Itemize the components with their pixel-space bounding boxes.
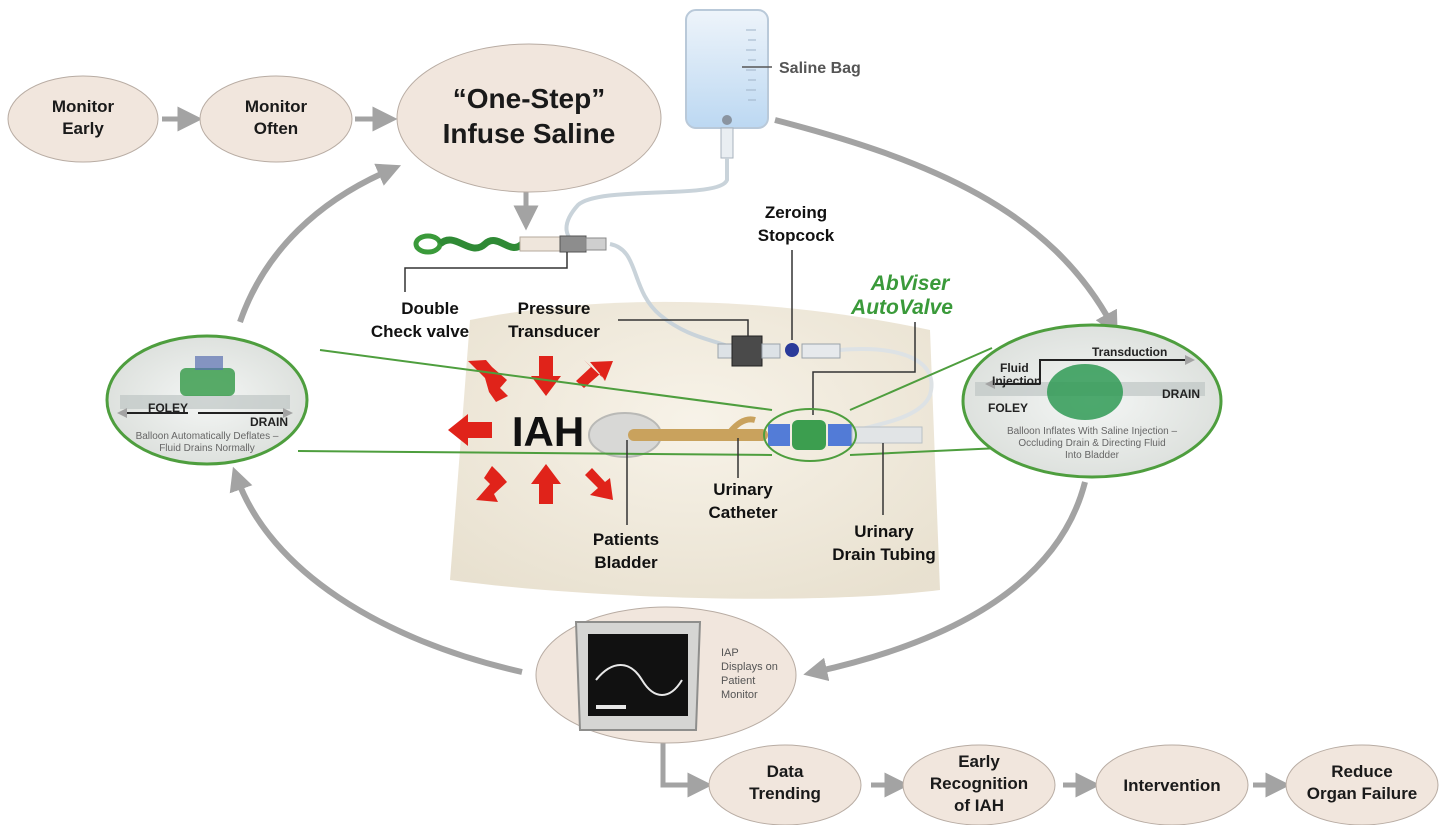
node-intervention-label: Intervention <box>1123 776 1220 795</box>
patient-monitor-node: IAP Displays on Patient Monitor <box>535 606 797 744</box>
node-monitor-often: Monitor Often <box>199 75 353 163</box>
node-monitor-early: Monitor Early <box>7 75 159 163</box>
node-early-recognition-line2: Recognition <box>930 774 1028 793</box>
drain-tubing-shape <box>851 426 923 444</box>
double-check-valve-leader <box>404 252 568 292</box>
cycle-arrow-left-top <box>237 163 402 323</box>
left-inset-caption-line2: Fluid Drains Normally <box>159 443 255 454</box>
node-monitor-early-line1: Monitor <box>52 97 115 116</box>
monitor-caption-line1: IAP <box>721 647 739 659</box>
autovalve-device <box>768 420 852 450</box>
monitor-caption-line3: Patient <box>721 675 755 687</box>
brand-leader <box>812 322 916 415</box>
cycle-arrow-right-bottom <box>803 481 1088 682</box>
right-inset-foley: FOLEY <box>988 401 1028 415</box>
right-inset-drain: DRAIN <box>1162 387 1200 401</box>
right-inset-transduction: Transduction <box>1092 345 1167 359</box>
node-data-trending: Data Trending <box>708 744 862 825</box>
urinary-catheter-branch <box>727 416 756 434</box>
label-drain-line2: Drain Tubing <box>832 545 936 564</box>
node-monitor-early-line2: Early <box>62 119 104 138</box>
label-zeroing-line2: Stopcock <box>758 226 835 245</box>
node-reduce-line1: Reduce <box>1331 762 1392 781</box>
node-early-recognition-line1: Early <box>958 752 1000 771</box>
label-bladder-line2: Bladder <box>594 553 658 572</box>
left-inset-foley: FOLEY <box>148 401 188 415</box>
node-one-step: “One-Step” Infuse Saline <box>396 43 662 193</box>
left-inset-caption-line1: Balloon Automatically Deflates – <box>136 431 279 442</box>
patient-body-shape <box>450 301 940 599</box>
node-one-step-line2: Infuse Saline <box>443 118 616 149</box>
node-data-trending-line2: Trending <box>749 784 821 803</box>
arrow-monitor-to-trending <box>660 740 713 798</box>
left-inset-drain: DRAIN <box>250 415 288 429</box>
transducer-tubing <box>609 242 737 352</box>
saline-bag <box>685 9 769 159</box>
urinary-catheter-shape <box>628 429 768 441</box>
label-zeroing-line1: Zeroing <box>765 203 827 222</box>
node-reduce-organ-failure: Reduce Organ Failure <box>1285 744 1439 825</box>
node-early-recognition: Early Recognition of IAH <box>902 744 1056 825</box>
label-double-line1: Double <box>401 299 459 318</box>
label-catheter-line1: Urinary <box>713 480 773 499</box>
label-iah: IAH <box>512 408 584 455</box>
double-check-valve-device <box>413 233 607 255</box>
label-saline-bag: Saline Bag <box>779 60 861 77</box>
node-intervention: Intervention <box>1095 744 1249 825</box>
cycle-arrow-bottom-left <box>229 466 523 675</box>
valve-highlight-circle <box>763 408 857 462</box>
right-inset-injection: Injection <box>992 374 1041 388</box>
label-drain-line1: Urinary <box>854 522 914 541</box>
node-monitor-often-line1: Monitor <box>245 97 308 116</box>
node-reduce-line2: Organ Failure <box>1307 784 1418 803</box>
brand-line2: AutoValve <box>850 296 953 319</box>
inset-connector-lines <box>297 347 1001 456</box>
node-early-recognition-line3: of IAH <box>954 796 1004 815</box>
monitor-caption-line2: Displays on <box>721 661 778 673</box>
right-inset: Transduction Fluid Injection FOLEY DRAIN… <box>961 323 1223 479</box>
left-inset: FOLEY DRAIN Balloon Automatically Deflat… <box>105 334 309 466</box>
saline-tubing <box>564 158 729 246</box>
label-pressure-line2: Transducer <box>508 322 600 341</box>
right-inset-caption-line1: Balloon Inflates With Saline Injection – <box>1007 426 1178 437</box>
pressure-transducer-leader <box>618 319 749 336</box>
cycle-arrow-top-right <box>774 117 1118 336</box>
node-one-step-line1: “One-Step” <box>453 83 605 114</box>
monitor-line-tubing <box>839 347 934 432</box>
monitor-caption-line4: Monitor <box>721 689 758 701</box>
right-inset-caption-line2: Occluding Drain & Directing Fluid <box>1018 438 1165 449</box>
label-bladder-line1: Patients <box>593 530 659 549</box>
node-monitor-often-line2: Often <box>254 119 298 138</box>
node-data-trending-line1: Data <box>767 762 804 781</box>
iah-pressure-arrows <box>448 356 613 504</box>
brand-line1: AbViser <box>870 272 951 295</box>
label-pressure-line1: Pressure <box>518 299 591 318</box>
pressure-transducer-device <box>717 335 841 367</box>
right-inset-caption-line3: Into Bladder <box>1065 450 1120 461</box>
label-double-line2: Check valve <box>371 322 469 341</box>
label-catheter-line2: Catheter <box>709 503 778 522</box>
right-inset-fluid: Fluid <box>1000 361 1029 375</box>
